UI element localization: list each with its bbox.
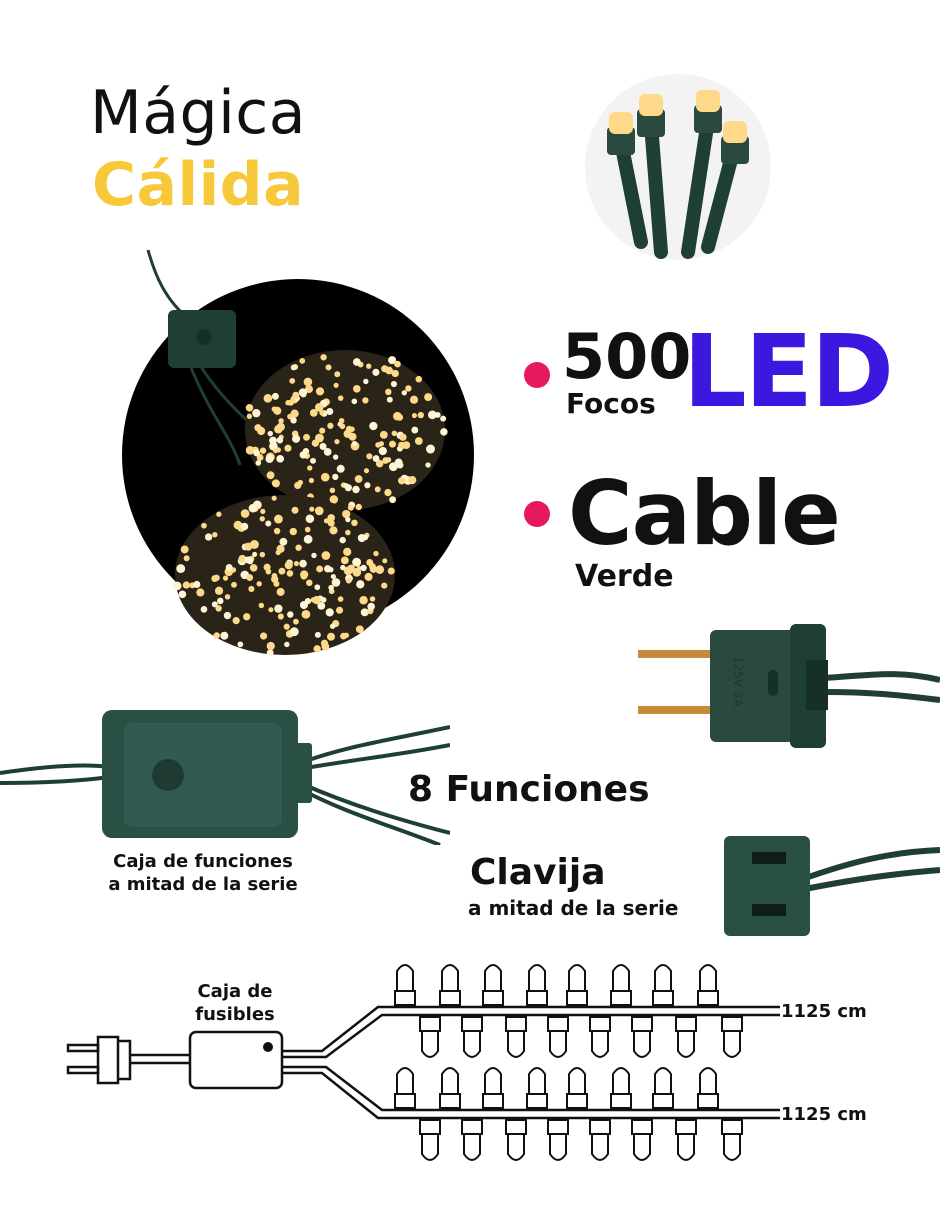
fuse-box-caption-line-2: fusibles — [195, 1003, 275, 1025]
plug-subtitle: a mitad de la serie — [468, 896, 679, 920]
function-box-caption: Caja de funciones a mitad de la serie — [100, 850, 306, 897]
diagram-bulb-icon — [566, 1067, 588, 1109]
light-ball-image — [122, 249, 474, 657]
wiring-diagram — [66, 964, 780, 1161]
plug-image: 125V 3A — [638, 624, 940, 748]
diagram-bulb-icon — [547, 1119, 569, 1161]
function-box-caption-line-1: Caja de funciones — [113, 851, 293, 872]
bullet-dot-cable — [524, 501, 550, 527]
diagram-bulb-icon — [394, 1067, 416, 1109]
bulb-count: 500 — [562, 320, 692, 393]
fuse-box-caption-line-1: Caja de — [197, 981, 273, 1002]
diagram-bulb-icon — [675, 1119, 697, 1161]
diagram-bulb-icon — [394, 964, 416, 1006]
socket-image — [724, 836, 940, 936]
diagram-bulb-icon — [697, 964, 719, 1006]
diagram-bulb-icon — [547, 1016, 569, 1058]
cable-label: Cable — [568, 462, 841, 565]
diagram-bulb-icon — [589, 1016, 611, 1058]
functions-label: 8 Funciones — [408, 769, 650, 810]
led-label: LED — [683, 313, 894, 430]
title-line-1: Mágica — [90, 78, 307, 148]
diagram-bulb-icon — [721, 1119, 743, 1161]
diagram-bulb-icon — [526, 964, 548, 1006]
diagram-plug-icon — [66, 1035, 190, 1085]
diagram-bulb-icon — [610, 964, 632, 1006]
diagram-bulb-icon — [631, 1016, 653, 1058]
diagram-bulb-icon — [419, 1016, 441, 1058]
diagram-bulb-icon — [675, 1016, 697, 1058]
diagram-bulb-icon — [697, 1067, 719, 1109]
plug-rating: 125V 3A — [731, 656, 745, 708]
diagram-bulb-icon — [526, 1067, 548, 1109]
length-label-top: 1125 cm — [781, 1001, 867, 1022]
diagram-bulb-icon — [652, 964, 674, 1006]
diagram-bulb-icon — [505, 1119, 527, 1161]
diagram-bulb-icon — [482, 1067, 504, 1109]
diagram-bulb-icon — [482, 964, 504, 1006]
diagram-bulb-icon — [566, 964, 588, 1006]
fuse-box-caption: Caja de fusibles — [180, 981, 290, 1026]
title-line-2: Cálida — [92, 150, 305, 220]
diagram-fuse-box-icon — [188, 1030, 284, 1090]
plug-title: Clavija — [470, 852, 606, 893]
diagram-bulb-icon — [652, 1067, 674, 1109]
diagram-bulb-icon — [505, 1016, 527, 1058]
cable-color-label: Verde — [575, 559, 674, 594]
bulb-count-unit: Focos — [566, 387, 656, 420]
bullet-dot-led — [524, 362, 550, 388]
function-box-image — [0, 710, 450, 845]
function-box-caption-line-2: a mitad de la serie — [108, 874, 298, 896]
diagram-bulb-icon — [589, 1119, 611, 1161]
length-label-bottom: 1125 cm — [781, 1104, 867, 1125]
diagram-bulb-icon — [419, 1119, 441, 1161]
diagram-bulb-icon — [439, 1067, 461, 1109]
diagram-bulb-icon — [631, 1119, 653, 1161]
diagram-bulb-icon — [721, 1016, 743, 1058]
diagram-bulb-icon — [461, 1119, 483, 1161]
bulb-closeup-image — [585, 74, 771, 260]
diagram-bulb-icon — [439, 964, 461, 1006]
diagram-bulb-icon — [610, 1067, 632, 1109]
diagram-bulb-icon — [461, 1016, 483, 1058]
